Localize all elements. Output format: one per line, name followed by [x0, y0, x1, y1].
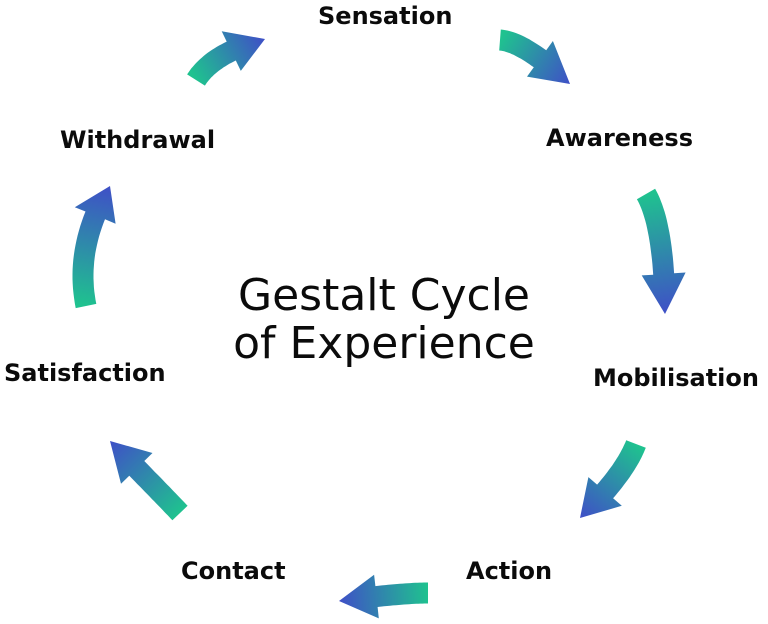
- stage-mobilisation: Mobilisation: [593, 364, 759, 392]
- arrow-sensation-to-awareness: [499, 29, 570, 84]
- arrow-withdrawal-to-sensation: [187, 31, 265, 86]
- arrow-action-to-contact: [339, 574, 428, 619]
- stage-contact: Contact: [181, 557, 286, 585]
- stage-awareness: Awareness: [546, 124, 693, 152]
- title-line-2: of Experience: [233, 318, 535, 369]
- stage-satisfaction: Satisfaction: [4, 359, 166, 387]
- arrow-awareness-to-mobilisation: [636, 188, 686, 314]
- arrow-satisfaction-to-withdrawal: [72, 186, 116, 309]
- title-line-1: Gestalt Cycle: [237, 270, 530, 321]
- stage-withdrawal: Withdrawal: [60, 126, 216, 154]
- stage-sensation: Sensation: [318, 2, 453, 30]
- stage-action: Action: [466, 557, 553, 585]
- arrow-contact-to-satisfaction: [110, 441, 188, 521]
- arrow-mobilisation-to-action: [580, 440, 646, 518]
- diagram-title: Gestalt Cycle of Experience: [233, 272, 535, 368]
